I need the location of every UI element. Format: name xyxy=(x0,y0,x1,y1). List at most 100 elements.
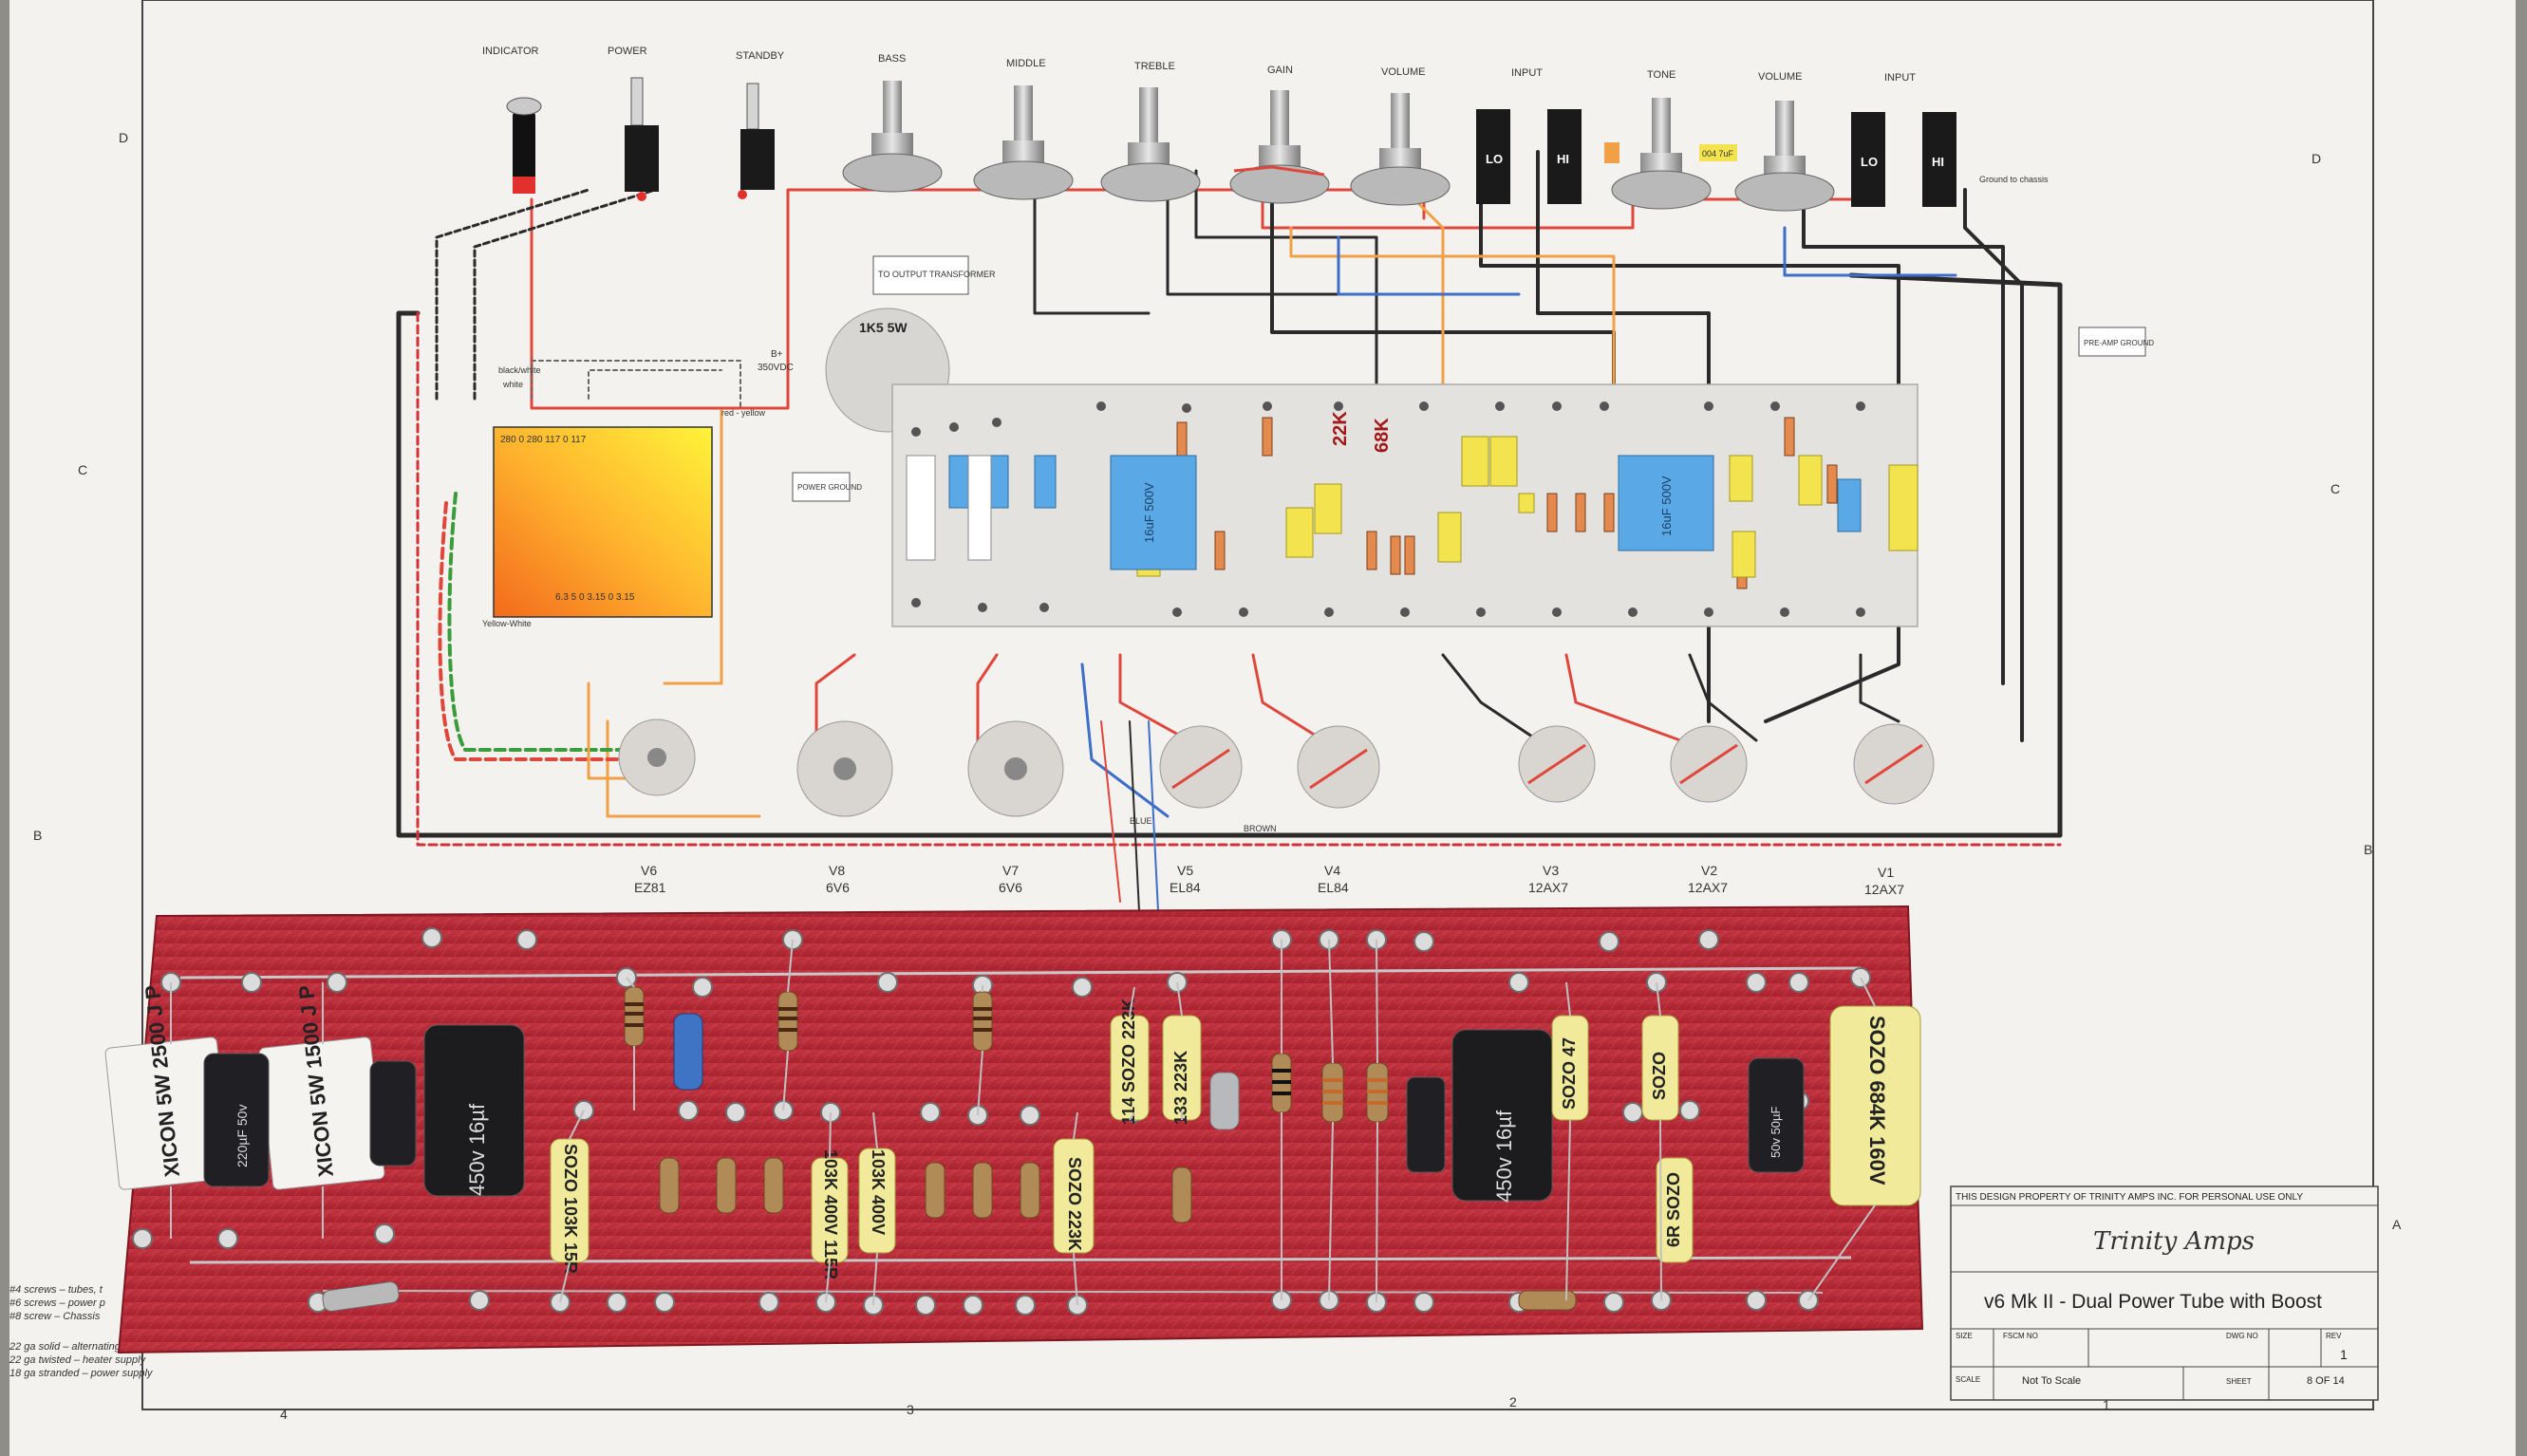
power-switch xyxy=(625,77,659,201)
power-transformer: 280 0 280 117 0 117 6.3 5 0 3.15 0 3.15 … xyxy=(482,365,766,628)
control-label: MIDDLE xyxy=(1006,58,1046,69)
row-mark: C xyxy=(78,462,87,477)
standby-switch xyxy=(738,83,775,199)
border-marks: D C B A D C B 4 3 2 1 xyxy=(33,130,2402,1422)
indicator-lamp xyxy=(506,97,542,194)
control-label: TONE xyxy=(1647,69,1675,81)
white-label: white xyxy=(502,380,523,389)
row-mark: B xyxy=(33,828,42,843)
filter-cap-label-1: 16uF 500V xyxy=(1142,482,1156,543)
col-mark: 3 xyxy=(907,1402,914,1417)
electrolytic-caps: 220µF 50v 450v 16µf 450v 16µf 50v 50µF xyxy=(203,1024,1805,1203)
controls-row: INDICATOR POWER STANDBY BASS MIDDLE TREB… xyxy=(482,46,2049,212)
legend-line: 22 ga twisted – heater supply xyxy=(9,1354,147,1366)
gain-pot xyxy=(1229,90,1330,204)
tube-type: 6V6 xyxy=(826,880,850,895)
tube-type: EL84 xyxy=(1318,880,1349,895)
fscm-label: FSCM NO xyxy=(2003,1332,2038,1340)
brown-wire-label: BROWN xyxy=(1244,824,1277,833)
tube-labels: V6 EZ81 V8 6V6 V7 6V6 V5 EL84 V4 EL84 V3… xyxy=(634,863,1904,897)
control-label: TREBLE xyxy=(1134,61,1175,72)
tube-type: 12AX7 xyxy=(1688,880,1728,895)
b-plus-label: B+ xyxy=(771,349,783,360)
transformer-taps-top: 280 0 280 117 0 117 xyxy=(500,435,587,445)
treble-pot xyxy=(1100,87,1201,202)
title-block: THIS DESIGN PROPERTY OF TRINITY AMPS INC… xyxy=(1950,1185,2379,1401)
socket-v8 xyxy=(796,720,893,817)
yellow-white-label: Yellow-White xyxy=(482,619,532,628)
tube-name: V8 xyxy=(829,863,845,878)
row-mark: A xyxy=(2392,1217,2402,1232)
red-yellow-label: red - yellow xyxy=(721,408,766,418)
row-mark-right: D xyxy=(2312,151,2321,166)
tube-type: EL84 xyxy=(1170,880,1201,895)
socket-v2 xyxy=(1670,725,1748,803)
tone-cap-label: 004 7uF xyxy=(1702,149,1734,159)
film-cap-label: 114 SOZO 223K xyxy=(1119,999,1138,1125)
tube-name: V6 xyxy=(641,863,657,878)
handwritten-22k: 22K xyxy=(1330,411,1351,446)
socket-v3 xyxy=(1518,725,1596,803)
volume-pot-2 xyxy=(1734,101,1835,212)
tube-type: EZ81 xyxy=(634,880,666,895)
legend-line: #4 screws – tubes, t xyxy=(9,1284,103,1296)
tube-type: 12AX7 xyxy=(1528,880,1568,895)
tube-name: V4 xyxy=(1324,863,1340,878)
input-jack-pair-1: LO HI xyxy=(1476,109,1619,204)
electrolytic-label: 220µF 50v xyxy=(234,1105,250,1167)
property-notice: THIS DESIGN PROPERTY OF TRINITY AMPS INC… xyxy=(1956,1192,2303,1203)
control-label: POWER xyxy=(608,46,647,57)
legend-line: #8 screw – Chassis xyxy=(9,1311,101,1322)
tube-sockets: BLUE BROWN xyxy=(618,719,1935,833)
schematic-board: 16uF 500V 16uF 500V 22K 68K xyxy=(891,383,1919,627)
socket-v6 xyxy=(618,719,696,796)
rev-value: 1 xyxy=(2340,1347,2348,1362)
drawing-title: v6 Mk II - Dual Power Tube with Boost xyxy=(1984,1291,2322,1313)
size-label: SIZE xyxy=(1956,1332,1973,1340)
film-cap-label: 133 223K xyxy=(1171,1051,1190,1125)
control-label: STANDBY xyxy=(736,50,785,62)
control-label: INPUT xyxy=(1884,72,1916,84)
board-eyelets xyxy=(911,401,1865,617)
ground-to-chassis-note: Ground to chassis xyxy=(1979,175,2049,184)
preamp-ground-label: PRE-AMP GROUND xyxy=(2084,339,2154,347)
black-white-label: black/white xyxy=(498,365,541,375)
electrolytic-label: 450v 16µf xyxy=(465,1103,489,1196)
output-transformer-note: TO OUTPUT TRANSFORMER xyxy=(878,270,996,279)
jack-hi: HI xyxy=(1557,152,1569,166)
control-label: INPUT xyxy=(1511,67,1543,79)
sheet-value: 8 OF 14 xyxy=(2307,1375,2345,1387)
tube-type: 12AX7 xyxy=(1864,882,1904,897)
power-ground-label: POWER GROUND xyxy=(797,483,862,492)
company-logo-text: Trinity Amps xyxy=(2093,1227,2255,1256)
control-label: BASS xyxy=(878,53,906,65)
row-mark-right: C xyxy=(2330,481,2340,496)
transformer-taps-bottom: 6.3 5 0 3.15 0 3.15 xyxy=(555,592,635,603)
input-jack-pair-2: LO HI Ground to chassis xyxy=(1851,112,2049,207)
control-label: VOLUME xyxy=(1758,71,1802,83)
film-cap-label: SOZO 684K 160V xyxy=(1865,1016,1889,1185)
jack-lo: LO xyxy=(1486,152,1503,166)
tube-type: 6V6 xyxy=(999,880,1022,895)
middle-pot xyxy=(973,85,1074,200)
col-mark: 1 xyxy=(2103,1397,2110,1412)
film-cap-label: SOZO 223K xyxy=(1065,1157,1084,1251)
legend-line: 18 ga stranded – power supply xyxy=(9,1368,154,1379)
dwg-label: DWG NO xyxy=(2226,1332,2258,1340)
scale-value: Not To Scale xyxy=(2022,1375,2081,1387)
row-mark-right: B xyxy=(2364,842,2372,857)
filter-cap-label-2: 16uF 500V xyxy=(1659,476,1674,536)
socket-v1 xyxy=(1853,723,1935,805)
volume-pot xyxy=(1350,93,1451,206)
handwritten-68k: 68K xyxy=(1372,418,1393,453)
jack-lo: LO xyxy=(1861,155,1878,169)
control-label: VOLUME xyxy=(1381,66,1425,78)
film-cap-label: SOZO 47 xyxy=(1560,1037,1579,1110)
scale-label: SCALE xyxy=(1956,1375,1980,1384)
row-mark: D xyxy=(119,130,128,145)
film-cap-label: 6R SOZO xyxy=(1664,1172,1683,1247)
tube-name: V3 xyxy=(1543,863,1559,878)
control-label: INDICATOR xyxy=(482,46,539,57)
blue-wire-label: BLUE xyxy=(1130,816,1152,826)
wiring-lines xyxy=(396,150,2063,912)
